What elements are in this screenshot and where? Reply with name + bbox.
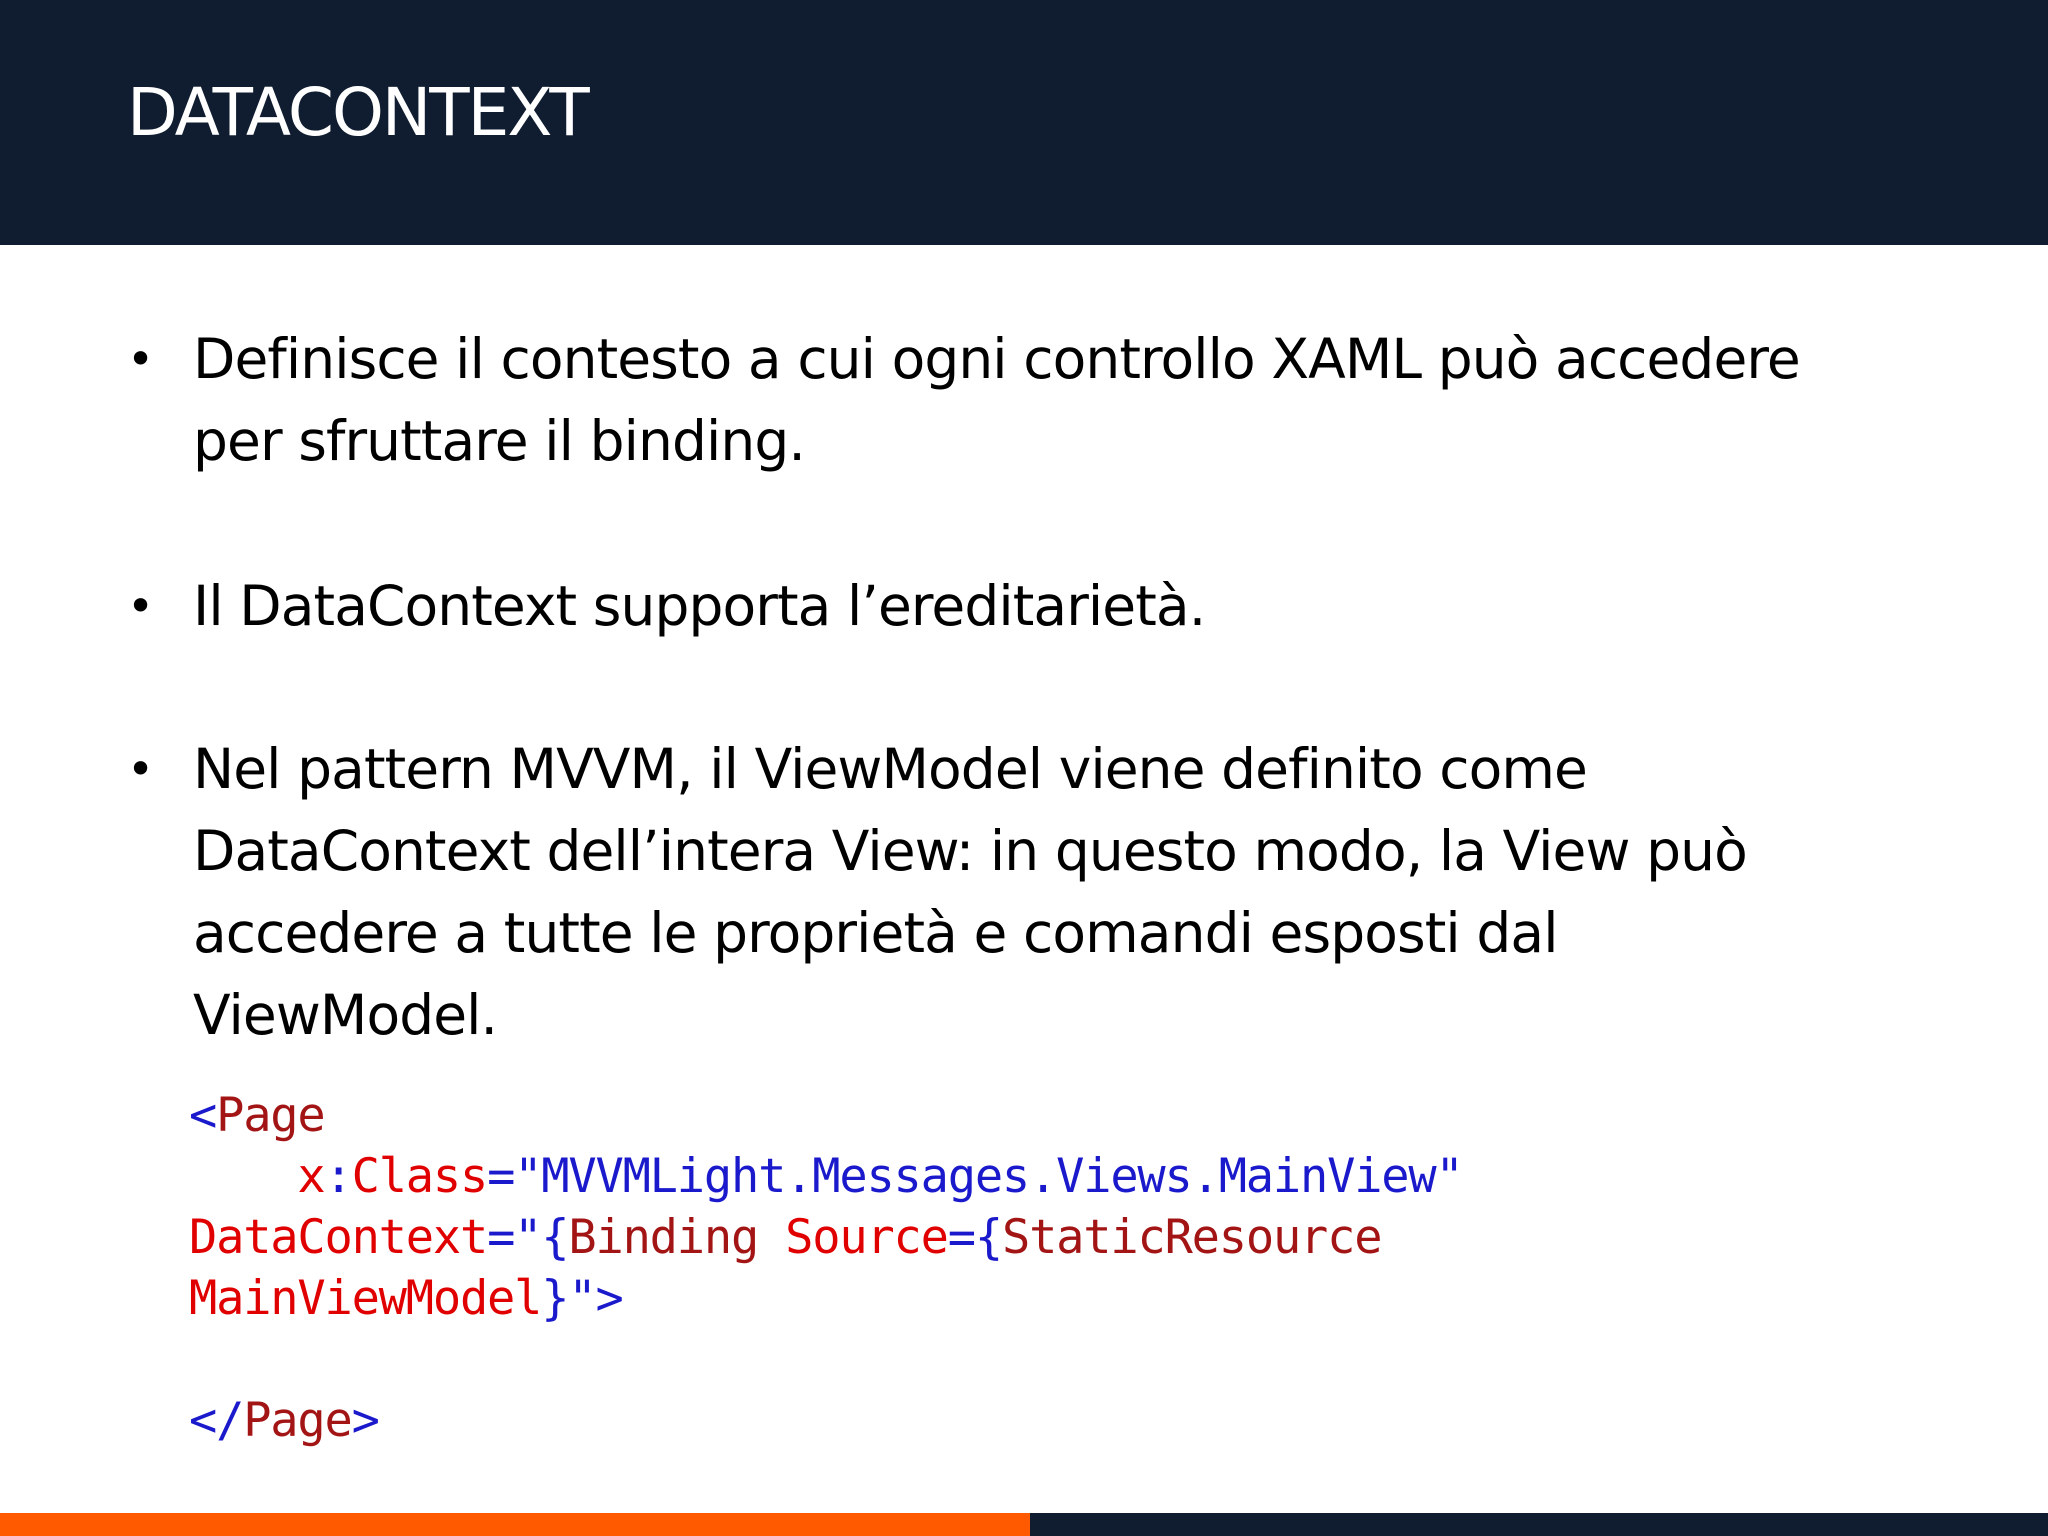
code-space bbox=[758, 1210, 785, 1265]
bullet-text: Definisce il contesto a cui ogni control… bbox=[193, 318, 1993, 482]
code-punct: > bbox=[351, 1393, 380, 1448]
code-value: MVVMLight.Messages.Views.MainView bbox=[541, 1149, 1436, 1204]
code-punct: =" bbox=[487, 1210, 542, 1265]
code-tag: Page bbox=[216, 1088, 326, 1143]
bullet-line: DataContext dell’intera View: in questo … bbox=[193, 819, 1748, 883]
code-markup-ext: StaticResource bbox=[1001, 1210, 1383, 1265]
bullet-icon: • bbox=[127, 742, 155, 796]
bullet-icon: • bbox=[127, 579, 155, 633]
code-line: </Page> bbox=[189, 1390, 1463, 1451]
code-punct: </ bbox=[189, 1393, 244, 1448]
bullet-line: ViewModel. bbox=[193, 983, 498, 1047]
code-punct: < bbox=[189, 1088, 217, 1143]
code-tag: Page bbox=[243, 1393, 353, 1448]
code-punct: } bbox=[541, 1271, 569, 1326]
code-line: MainViewModel}"> bbox=[189, 1268, 1463, 1329]
footer-navy-bar bbox=[1030, 1513, 2048, 1536]
code-punct: " bbox=[1435, 1149, 1463, 1204]
footer-accent-bar bbox=[0, 1513, 1030, 1536]
bullet-line: per sfruttare il binding. bbox=[193, 409, 806, 473]
code-punct: "> bbox=[568, 1271, 623, 1326]
code-attr: x bbox=[297, 1149, 325, 1204]
code-punct: = bbox=[947, 1210, 976, 1265]
bullet-text: Nel pattern MVVM, il ViewModel viene def… bbox=[193, 728, 1993, 1056]
code-attr: Class bbox=[351, 1149, 489, 1204]
bullet-line: Nel pattern MVVM, il ViewModel viene def… bbox=[193, 737, 1588, 801]
bullet-icon: • bbox=[127, 332, 155, 386]
code-punct: =" bbox=[487, 1149, 542, 1204]
code-line: DataContext="{Binding Source={StaticReso… bbox=[189, 1207, 1463, 1268]
code-punct: { bbox=[974, 1210, 1003, 1265]
code-punct: : bbox=[324, 1149, 353, 1204]
slide-title: DATACONTEXT bbox=[127, 74, 590, 151]
code-punct: { bbox=[541, 1210, 569, 1265]
code-line: x:Class="MVVMLight.Messages.Views.MainVi… bbox=[189, 1146, 1463, 1207]
code-attr: DataContext bbox=[189, 1210, 488, 1265]
code-attr: Source bbox=[785, 1210, 949, 1265]
code-markup-ext: Binding bbox=[568, 1210, 759, 1265]
bullet-line: Definisce il contesto a cui ogni control… bbox=[193, 327, 1801, 391]
code-line: <Page bbox=[189, 1085, 1463, 1146]
code-line-blank bbox=[189, 1329, 1463, 1390]
bullet-text: Il DataContext supporta l’ereditarietà. bbox=[193, 565, 1993, 647]
code-resource: MainViewModel bbox=[189, 1271, 542, 1326]
slide-header: DATACONTEXT bbox=[0, 0, 2048, 245]
code-indent bbox=[189, 1149, 297, 1204]
bullet-line: accedere a tutte le proprietà e comandi … bbox=[193, 901, 1558, 965]
bullet-line: Il DataContext supporta l’ereditarietà. bbox=[193, 574, 1206, 638]
code-block: <Page x:Class="MVVMLight.Messages.Views.… bbox=[189, 1085, 1464, 1451]
